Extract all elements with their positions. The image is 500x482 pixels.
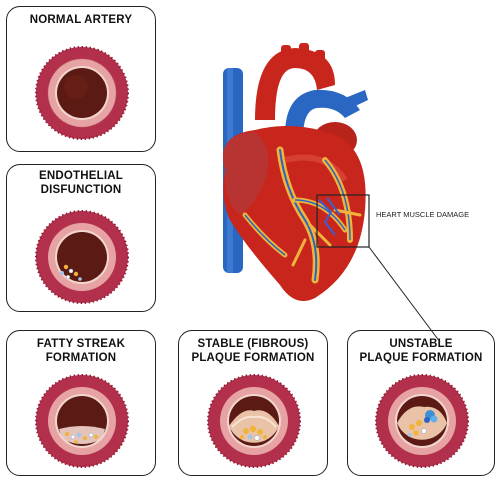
panel-normal-artery: NORMAL ARTERY [6, 6, 156, 152]
panel-title-line: DISFUNCTION [40, 184, 122, 196]
artery-cross-section [35, 46, 129, 140]
panel-title-line: PLAQUE FORMATION [359, 352, 483, 364]
artery-cross-section [207, 374, 301, 468]
artery-cross-section [35, 210, 129, 304]
panel-endothelial-disfunction: ENDOTHELIAL DISFUNCTION [6, 164, 156, 312]
panel-title-line: FATTY STREAK [36, 338, 126, 350]
panel-title-line: FORMATION [45, 352, 117, 364]
panel-title-line: ENDOTHELIAL [39, 170, 123, 182]
panel-title-line: PLAQUE FORMATION [191, 352, 315, 364]
panel-title: UNSTABLE PLAQUE FORMATION [348, 337, 494, 365]
artery-cross-section [35, 374, 129, 468]
artery-cross-section [375, 374, 469, 468]
lipid-particles [60, 264, 82, 281]
panel-stable-plaque: STABLE (FIBROUS) PLAQUE FORMATION [178, 330, 328, 476]
plaque-core [240, 425, 267, 441]
heart-muscle-damage-label: HEART MUSCLE DAMAGE [376, 210, 470, 219]
panel-fatty-streak: FATTY STREAK FORMATION [6, 330, 156, 476]
panel-title-line: UNSTABLE [389, 338, 453, 350]
panel-title-line: STABLE (FIBROUS) [197, 338, 309, 350]
damaged-region [318, 197, 341, 236]
panel-title-line: NORMAL ARTERY [29, 14, 133, 26]
heart-illustration [223, 43, 370, 302]
panel-unstable-plaque: UNSTABLE PLAQUE FORMATION [347, 330, 495, 476]
plaque-core [408, 420, 427, 437]
panel-title: ENDOTHELIAL DISFUNCTION [7, 169, 155, 197]
lipid-particles [64, 431, 99, 444]
rupture-clot [424, 410, 438, 423]
panel-title: NORMAL ARTERY [7, 13, 155, 27]
panel-title: FATTY STREAK FORMATION [7, 337, 155, 365]
panel-title: STABLE (FIBROUS) PLAQUE FORMATION [179, 337, 327, 365]
